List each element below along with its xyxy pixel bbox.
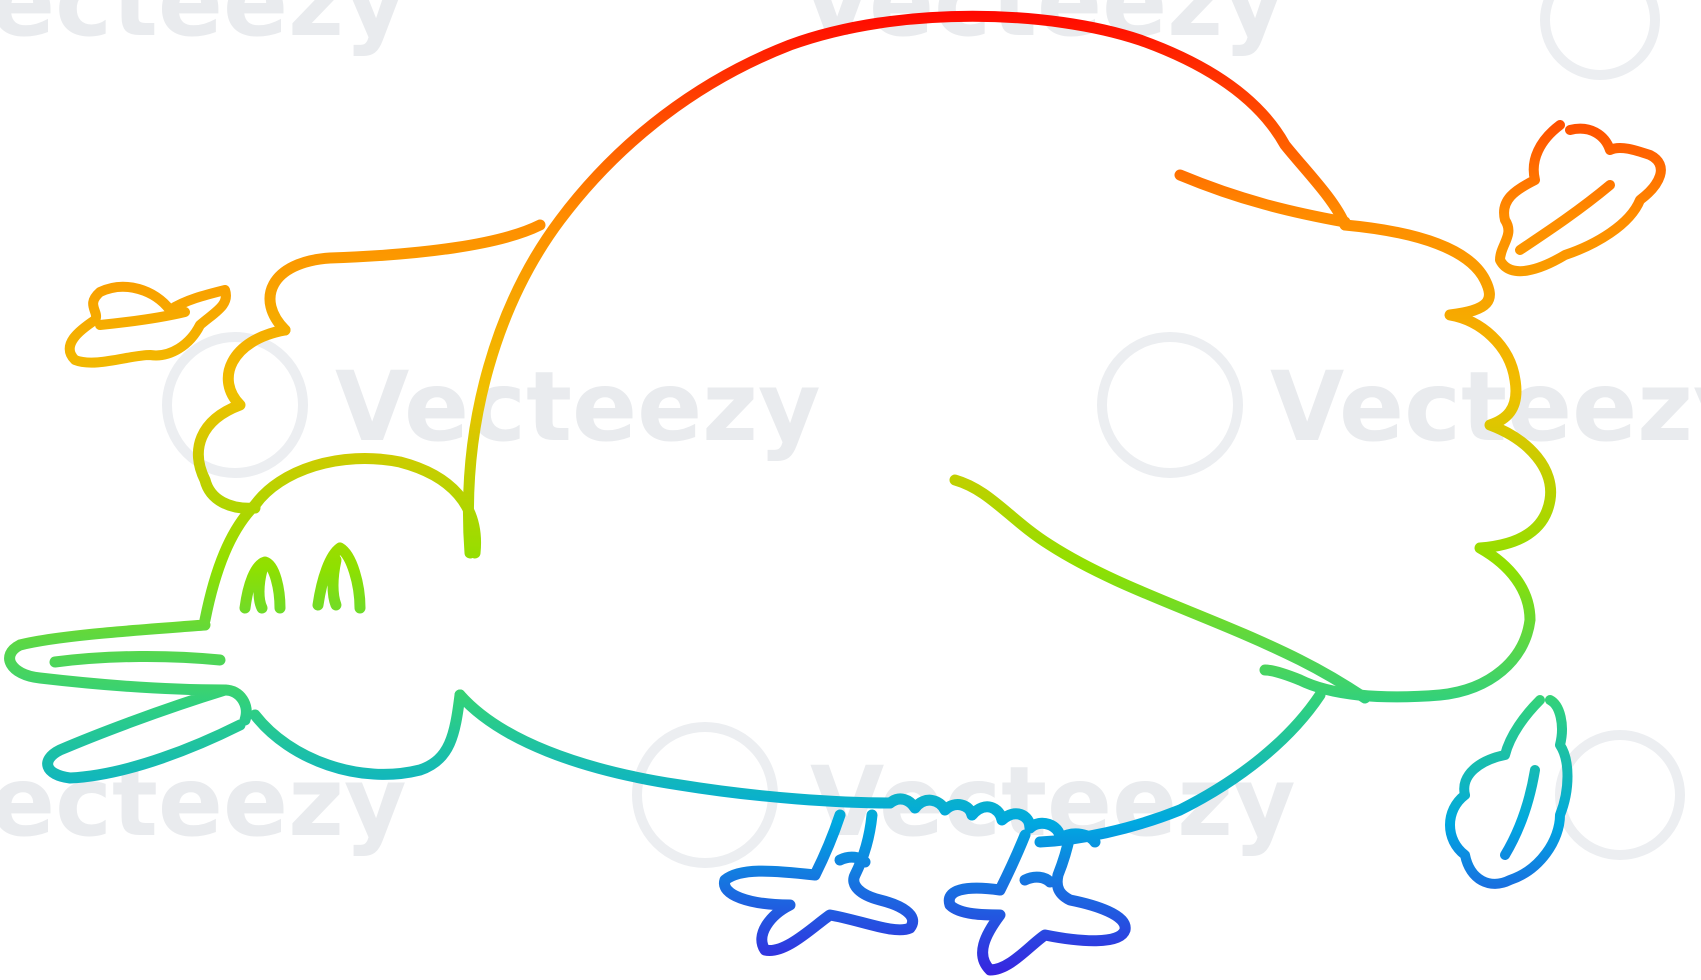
- loose-feather-top-right-icon: [1495, 120, 1666, 277]
- closed-eye-left-crease-icon: [253, 564, 268, 614]
- watermark-text-mid-right: Vecteezy: [1270, 351, 1701, 463]
- beak-mouth-line-icon: [49, 650, 226, 668]
- watermark-layer: ecteezy Vecteezy Vecteezy Vecteezy ectee…: [0, 0, 1701, 868]
- bird-chin-icon: [199, 499, 261, 626]
- loose-feather-top-left-quill-icon: [95, 307, 190, 330]
- closed-eye-left-icon: [239, 556, 286, 614]
- tail-feathers-icon: [1259, 219, 1557, 703]
- bird-neck-tufts-icon: [192, 324, 291, 514]
- bird-wing-line-icon: [949, 474, 1371, 704]
- watermark-text-top-left: ecteezy: [0, 0, 407, 58]
- closed-eye-right-crease-icon: [327, 554, 342, 611]
- bird-head-icon: [249, 453, 482, 559]
- foot-right-icon: [943, 829, 1131, 976]
- loose-feather-top-right-quill-icon: [1515, 180, 1615, 255]
- bird-wing-top-icon: [264, 219, 546, 336]
- foot-left-icon: [719, 809, 918, 956]
- bird-throat-icon: [249, 689, 466, 780]
- bird-fluff-icon: [884, 793, 1101, 848]
- watermark-text-bottom-left: ecteezy: [0, 746, 407, 858]
- bird-belly-icon: [454, 689, 896, 809]
- bird-jaw-icon: [219, 684, 252, 726]
- loose-feather-bottom-right-icon: [1445, 695, 1573, 889]
- loose-feathers: [64, 120, 1666, 889]
- watermark-text-mid-left: Vecteezy: [335, 351, 821, 463]
- foot-left-toe-line-icon: [834, 851, 871, 868]
- loose-feather-bottom-right-quill-icon: [1500, 765, 1540, 860]
- bird-body-icon: [462, 10, 1351, 559]
- watermark-logo-icon: [1555, 730, 1685, 860]
- foot-right-toe-line-icon: [1019, 871, 1056, 888]
- bird-drawing: [4, 10, 1557, 976]
- loose-feather-top-left-icon: [64, 281, 231, 368]
- watermark-logo-icon: [162, 332, 308, 478]
- bird-back-icon: [1174, 169, 1351, 228]
- watermark-text-top-center: Vecteezy: [800, 0, 1286, 58]
- watermark-logo-icon: [1540, 0, 1660, 80]
- closed-eye-right-icon: [312, 542, 366, 614]
- watermark-logo-icon: [1097, 332, 1243, 478]
